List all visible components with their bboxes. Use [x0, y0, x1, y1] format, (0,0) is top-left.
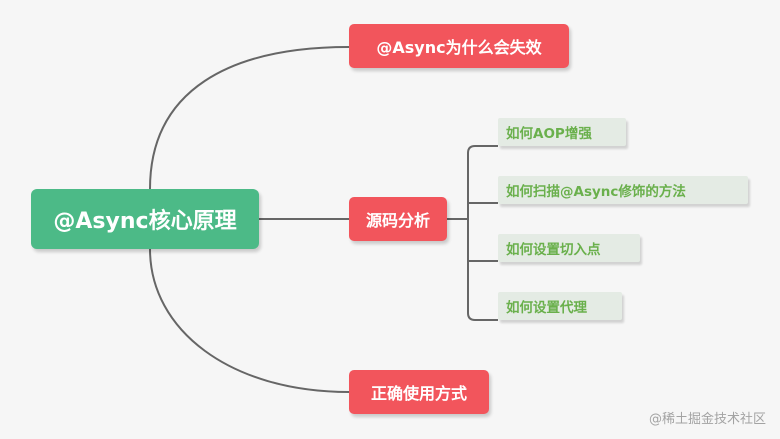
- root-node[interactable]: @Async核心原理: [31, 189, 259, 249]
- branch-node-why-fails[interactable]: @Async为什么会失效: [349, 24, 569, 68]
- leaf-node-set-pointcut[interactable]: 如何设置切入点: [498, 234, 640, 262]
- watermark-text: @稀土掘金技术社区: [648, 412, 766, 427]
- leaf-node-set-proxy[interactable]: 如何设置代理: [498, 292, 622, 320]
- branch-node-source-analysis[interactable]: 源码分析: [349, 197, 447, 241]
- branch-node-correct-usage[interactable]: 正确使用方式: [349, 370, 489, 414]
- leaf-node-aop-enhance[interactable]: 如何AOP增强: [498, 118, 626, 146]
- leaf-node-scan-async-methods[interactable]: 如何扫描@Async修饰的方法: [498, 176, 748, 204]
